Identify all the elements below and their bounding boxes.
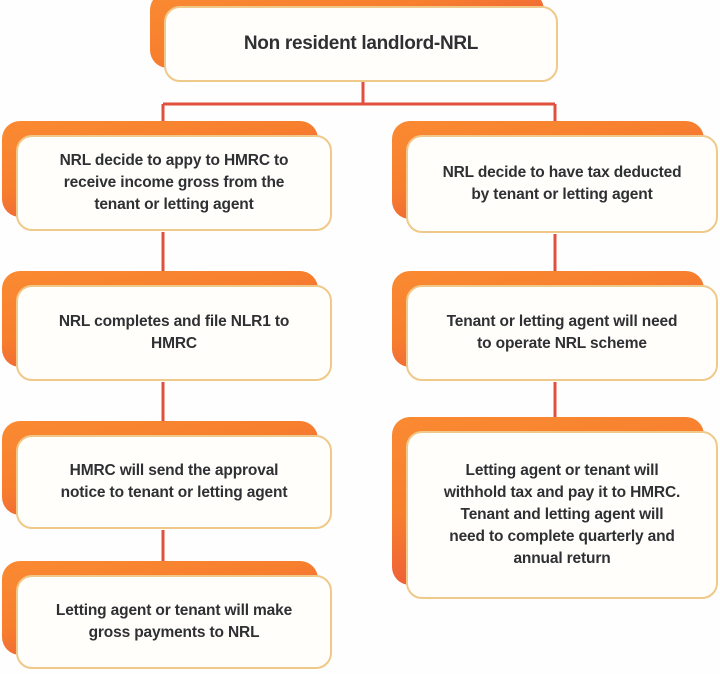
- node-left-step-1[interactable]: NRL decide to appy to HMRC to receive in…: [2, 121, 332, 231]
- node-label: NRL decide to appy to HMRC to receive in…: [59, 152, 289, 213]
- node-root[interactable]: Non resident landlord-NRL: [150, 0, 558, 82]
- node-card: Non resident landlord-NRL: [164, 6, 558, 82]
- node-card: NRL decide to appy to HMRC to receive in…: [16, 135, 332, 231]
- node-label: NRL completes and file NLR1 to HMRC: [58, 313, 290, 352]
- node-label: Letting agent or tenant will withhold ta…: [443, 462, 681, 567]
- node-card: NRL decide to have tax deducted by tenan…: [406, 135, 718, 233]
- node-card: Letting agent or tenant will make gross …: [16, 575, 332, 669]
- node-card: NRL completes and file NLR1 to HMRC: [16, 285, 332, 381]
- node-card: HMRC will send the approval notice to te…: [16, 435, 332, 529]
- node-right-step-2[interactable]: Tenant or letting agent will need to ope…: [392, 271, 718, 381]
- node-label: Letting agent or tenant will make gross …: [55, 602, 293, 641]
- node-card: Letting agent or tenant will withhold ta…: [406, 431, 718, 599]
- node-label: Non resident landlord-NRL: [243, 32, 479, 54]
- node-card: Tenant or letting agent will need to ope…: [406, 285, 718, 381]
- node-label: Tenant or letting agent will need to ope…: [446, 313, 678, 352]
- node-left-step-4[interactable]: Letting agent or tenant will make gross …: [2, 561, 332, 669]
- node-label: NRL decide to have tax deducted by tenan…: [442, 164, 682, 203]
- node-right-step-1[interactable]: NRL decide to have tax deducted by tenan…: [392, 121, 718, 233]
- node-left-step-2[interactable]: NRL completes and file NLR1 to HMRC: [2, 271, 332, 381]
- node-left-step-3[interactable]: HMRC will send the approval notice to te…: [2, 421, 332, 529]
- node-label: HMRC will send the approval notice to te…: [60, 462, 288, 501]
- node-right-step-3[interactable]: Letting agent or tenant will withhold ta…: [392, 417, 718, 599]
